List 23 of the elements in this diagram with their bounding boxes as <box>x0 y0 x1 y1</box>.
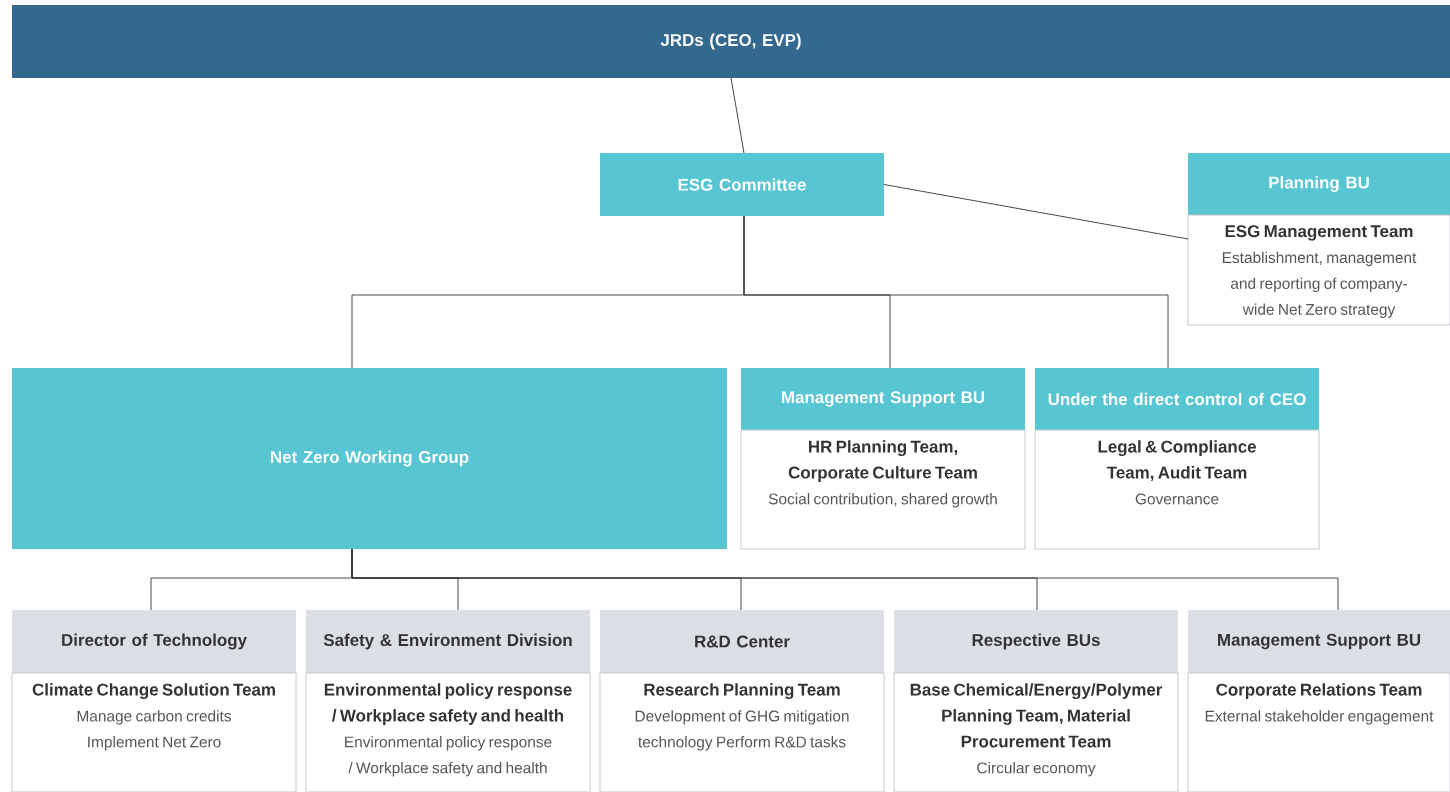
team-card: Management Support BU Corporate Relations Team External stakeholder engagement <box>1187 610 1450 792</box>
node-label: Under the direct control of CEO <box>1048 392 1306 406</box>
node-label: Management Support BU <box>782 391 985 407</box>
team-card: Safety & Environment Division Environmental policy response / Workplace safety and health Environmental policy response / Workplace safety and health <box>305 610 591 792</box>
node-label: Planning BU <box>1269 176 1369 192</box>
team-card: Planning BU ESG Management Team Establishment, management and reporting of company-wide Net Zero strategy <box>1187 153 1450 326</box>
node-label: Safety & Environment Division <box>323 633 572 650</box>
connector-line <box>883 184 1189 240</box>
committee-box: ESG Committee <box>600 153 884 216</box>
team-card: R&D Center Research Planning Team Development of GHG mitigation technology Perform R&D tasks <box>599 610 885 792</box>
header-bar: JRDs (CEO, EVP) <box>12 5 1450 78</box>
node-label: Respective BUs <box>972 633 1100 650</box>
node-label: Director of Technology <box>62 633 247 650</box>
team-card: Director of Technology Climate Change Solution Team Manage carbon credits Implement Net Zero <box>11 610 297 792</box>
committee-box: Net Zero Working Group <box>12 368 727 549</box>
node-label: Management Support BU <box>1218 633 1421 650</box>
team-card: Under the direct control of CEO Legal & Compliance Team, Audit Team Governance <box>1034 368 1320 550</box>
connector-line <box>351 548 1339 611</box>
node-label: R&D Center <box>695 635 790 648</box>
connector-line <box>743 215 1169 369</box>
connector-line <box>730 77 745 154</box>
team-card: Respective BUs Base Chemical/Energy/Polymer Planning Team, Material Procurement Team Circular economy <box>893 610 1179 792</box>
team-card: Management Support BU HR Planning Team, Corporate Culture Team Social contribution, shared growth <box>740 368 1026 550</box>
